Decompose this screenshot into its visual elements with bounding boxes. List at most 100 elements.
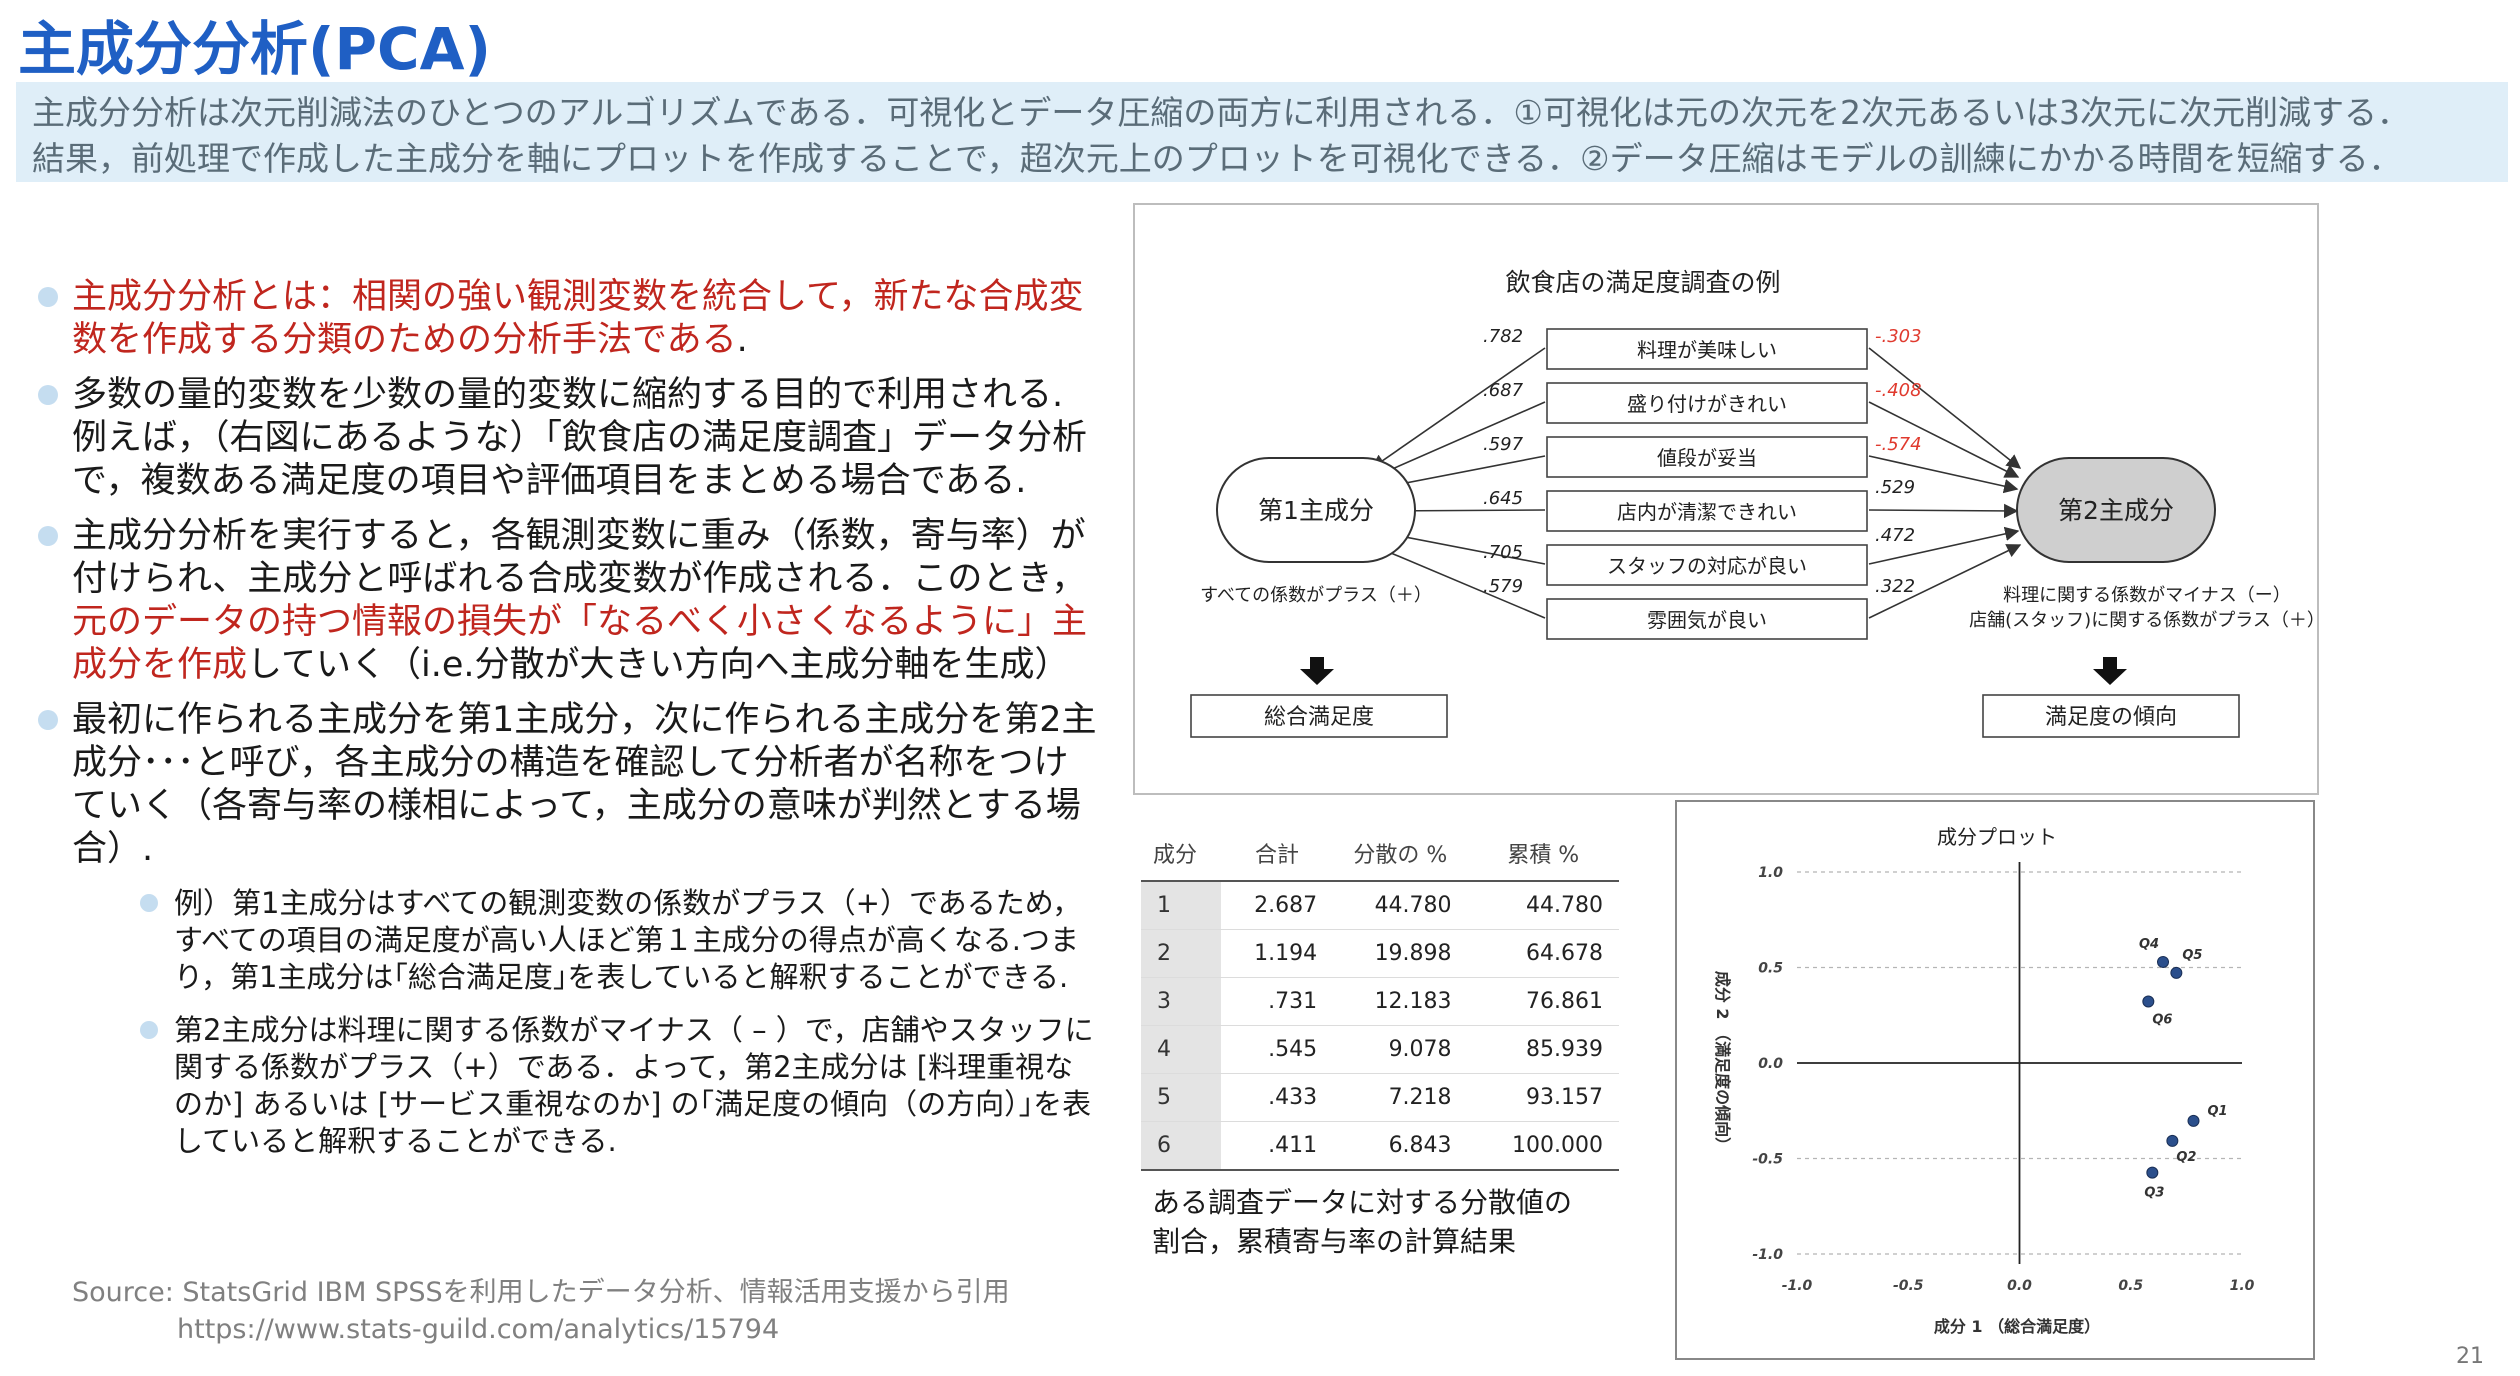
- bullet-list: 主成分分析とは：相関の強い観測変数を統合して，新たな合成変数を作成する分類のため…: [38, 276, 1098, 1176]
- table-cell: .731: [1220, 977, 1334, 1026]
- table-cell: 7.218: [1333, 1073, 1468, 1122]
- table-cell: 93.157: [1467, 1073, 1619, 1122]
- table-cell: 44.780: [1467, 881, 1619, 930]
- pc2-loadings: -.303 -.408 -.574 .529 .472 .322: [1875, 326, 1922, 597]
- plot-y-tick-label: 1.0: [1758, 865, 1783, 881]
- table-row: 4 .545 9.078 85.939: [1141, 1025, 1619, 1074]
- variance-table-wrap: 成分 合計 分散の % 累積 % 1 2.687 44.780 44.780 2…: [1141, 826, 1619, 1171]
- plot-y-tick-label: 0.0: [1758, 1056, 1783, 1072]
- pca-diagram: 飲食店の満足度調査の例 料理が美味しい 盛り付けがきれい 値段が妥当: [1133, 203, 2325, 795]
- table-cell: 9.078: [1333, 1025, 1468, 1074]
- item-label: 盛り付けがきれい: [1627, 392, 1787, 416]
- pc2-loading: .529: [1875, 477, 1915, 498]
- table-row: 3 .731 12.183 76.861: [1141, 977, 1619, 1026]
- summary-line-1: 主成分分析は次元削減法のひとつのアルゴリズムである．可視化とデータ圧縮の両方に利…: [32, 93, 2410, 132]
- bullet-weights: 主成分分析を実行すると，各観測変数に重み（係数，寄与率）が付けられ、主成分と呼ば…: [38, 515, 1098, 687]
- bullet-dot-icon: [38, 710, 58, 730]
- plot-point-label: Q2: [2176, 1150, 2196, 1165]
- plot-x-tick-label: 0.0: [2007, 1278, 2032, 1294]
- table-header: 合計: [1220, 826, 1334, 882]
- table-header: 成分: [1141, 826, 1221, 882]
- table-cell: 6.843: [1333, 1121, 1468, 1171]
- plot-y-tick-label: 0.5: [1758, 961, 1783, 977]
- plot-point-label: Q5: [2182, 948, 2202, 963]
- plot-point-label: Q4: [2139, 937, 2159, 952]
- table-cell: 19.898: [1333, 929, 1468, 978]
- table-cell: .545: [1220, 1025, 1334, 1074]
- pc2-loading: .322: [1875, 576, 1915, 597]
- table-cell: 76.861: [1467, 977, 1619, 1026]
- bullet-naming: 最初に作られる主成分を第1主成分，次に作られる主成分を第2主成分･･･と呼び，各…: [38, 699, 1098, 871]
- pc1-loading: .597: [1483, 434, 1524, 455]
- component-plot-svg: 成分プロット 成分 1 （総合満足度） 成分 2 （満足度の傾向） 1.00.5…: [1713, 825, 2255, 1336]
- source-url[interactable]: https://www.stats-guild.com/analytics/15…: [177, 1314, 780, 1345]
- pc2-result: 満足度の傾向: [2045, 705, 2177, 730]
- item-label: 雰囲気が良い: [1647, 608, 1767, 632]
- caption-line-1: ある調査データに対する分散値の: [1152, 1186, 1573, 1219]
- bullet-definition-tail: .: [736, 320, 748, 360]
- bullet-dot-icon: [38, 385, 58, 405]
- summary-box: 主成分分析は次元削減法のひとつのアルゴリズムである．可視化とデータ圧縮の両方に利…: [16, 82, 2508, 182]
- sub-bullet-dot-icon: [140, 894, 158, 912]
- bullet-naming-text: 最初に作られる主成分を第1主成分，次に作られる主成分を第2主成分･･･と呼び，各…: [72, 700, 1097, 869]
- bullet-dot-icon: [38, 287, 58, 307]
- pc2-result-box: [1982, 694, 2240, 738]
- down-arrow-icon: [1300, 657, 1334, 685]
- bullet-weights-text-pre: 主成分分析を実行すると，各観測変数に重み（係数，寄与率）が付けられ、主成分と呼ば…: [72, 516, 1087, 599]
- table-cell: 6: [1141, 1121, 1221, 1171]
- plot-x-tick-label: -1.0: [1782, 1278, 1813, 1294]
- item-label: 料理が美味しい: [1637, 338, 1777, 362]
- table-cell: 1.194: [1220, 929, 1334, 978]
- pc1-note: すべての係数がプラス（＋）: [1200, 585, 1432, 606]
- table-cell: 100.000: [1467, 1121, 1619, 1171]
- table-cell: .433: [1220, 1073, 1334, 1122]
- bullet-definition: 主成分分析とは：相関の強い観測変数を統合して，新たな合成変数を作成する分類のため…: [38, 276, 1098, 362]
- page-number: 21: [2456, 1344, 2484, 1369]
- pc1-loading: .579: [1483, 576, 1523, 597]
- source-citation: Source: StatsGrid IBM SPSSを利用したデータ分析、情報活…: [72, 1274, 1010, 1348]
- pca-diagram-svg: 飲食店の満足度調査の例 料理が美味しい 盛り付けがきれい 値段が妥当: [1190, 268, 2325, 738]
- plot-point-label: Q3: [2144, 1186, 2164, 1201]
- pc1-loadings: .782 .687 .597 .645 .705 .579: [1483, 326, 1524, 597]
- pc2-note-2: 店舗(スタッフ)に関する係数がプラス（＋）: [1969, 610, 2317, 631]
- pc1-loading: .782: [1483, 326, 1523, 347]
- table-row: 1 2.687 44.780 44.780: [1141, 881, 1619, 930]
- table-cell: 2: [1141, 929, 1221, 978]
- bullet-weights-text-red: 元のデータの持つ情報の損失が「なるべく小さくなるように」主成分を作成: [72, 602, 1088, 685]
- plot-point: [2187, 1114, 2200, 1127]
- variance-table: 成分 合計 分散の % 累積 % 1 2.687 44.780 44.780 2…: [1141, 826, 1619, 1171]
- pc1-loading: .705: [1483, 542, 1523, 563]
- table-cell: 2.687: [1220, 881, 1334, 930]
- plot-y-tick-label: -1.0: [1752, 1247, 1783, 1263]
- plot-x-tick-label: -0.5: [1893, 1278, 1924, 1294]
- table-cell: 44.780: [1333, 881, 1468, 930]
- pc1-result-box: [1190, 694, 1448, 738]
- table-cell: .411: [1220, 1121, 1334, 1171]
- plot-point: [2157, 955, 2170, 968]
- table-cell: 85.939: [1467, 1025, 1619, 1074]
- bullet-purpose: 多数の量的変数を少数の量的変数に縮約する目的で利用される.例えば，（右図にあるよ…: [38, 374, 1098, 503]
- table-cell: 64.678: [1467, 929, 1619, 978]
- plot-x-tick-label: 0.5: [2118, 1278, 2143, 1294]
- sub-bullet-pc2-text: 第2主成分は料理に関する係数がマイナス（ – ）で，店舗やスタッフに関する係数が…: [174, 1013, 1094, 1158]
- table-cell: 3: [1141, 977, 1221, 1026]
- bullet-purpose-text: 多数の量的変数を少数の量的変数に縮約する目的で利用される.例えば，（右図にあるよ…: [72, 375, 1088, 501]
- bullet-dot-icon: [38, 526, 58, 546]
- pc2-loading: -.303: [1875, 326, 1922, 347]
- plot-y-tick-label: -0.5: [1752, 1152, 1783, 1168]
- plot-x-tick-label: 1.0: [2230, 1278, 2255, 1294]
- pc2-loading: -.408: [1875, 380, 1922, 401]
- item-boxes: 料理が美味しい 盛り付けがきれい 値段が妥当 店内が清潔できれい スタッフの対応…: [1546, 328, 1868, 640]
- plot-point: [2146, 1166, 2159, 1179]
- sub-bullet-pc2: 第2主成分は料理に関する係数がマイナス（ – ）で，店舗やスタッフに関する係数が…: [140, 1012, 1098, 1160]
- sub-bullet-pc1: 例）第1主成分はすべての観測変数の係数がプラス（+）であるため，すべての項目の満…: [140, 885, 1098, 996]
- item-label: 値段が妥当: [1657, 446, 1757, 470]
- pc1-result: 総合満足度: [1264, 705, 1374, 730]
- plot-point-label: Q6: [2152, 1012, 2172, 1027]
- down-arrow-icon: [2093, 657, 2127, 685]
- bullet-weights-text-post: していく（i.e.分散が大きい方向へ主成分軸を生成）: [247, 645, 1070, 685]
- table-row: 2 1.194 19.898 64.678: [1141, 929, 1619, 978]
- table-row: 5 .433 7.218 93.157: [1141, 1073, 1619, 1122]
